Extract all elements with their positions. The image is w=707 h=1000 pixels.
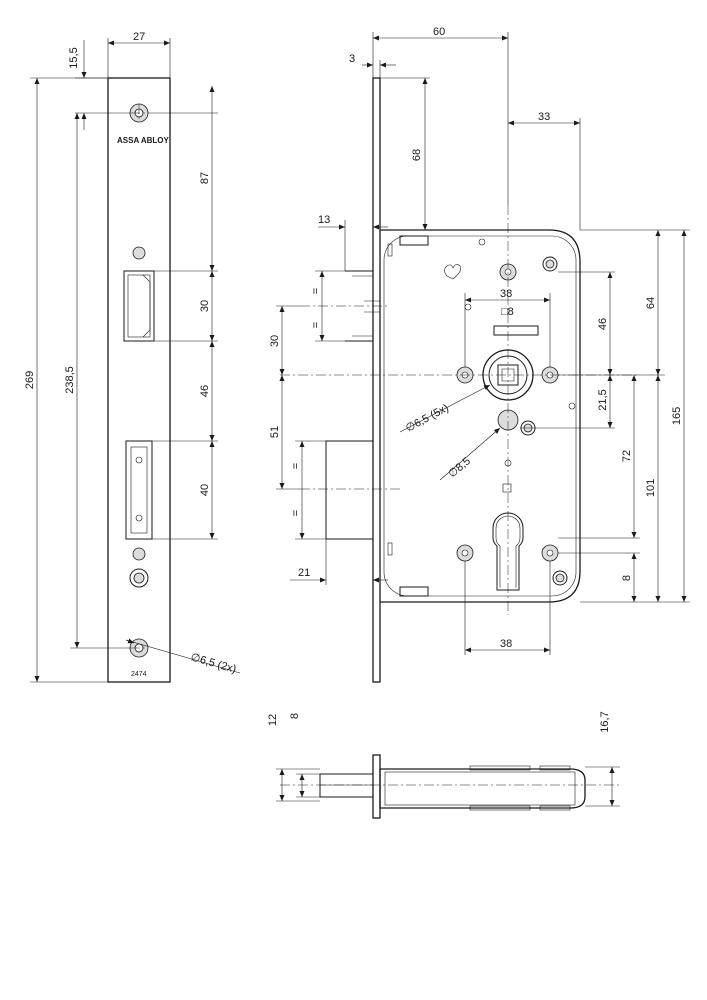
case-hole-5: [541, 544, 559, 562]
dim-hole-span: 238,5: [64, 366, 76, 394]
front-view: ASSA ABLOY 2474: [24, 31, 241, 683]
bottom-view: 12 8 16,7: [267, 711, 620, 819]
equal-mark-2: =: [310, 322, 322, 328]
faceplate-round-hole: [129, 568, 149, 588]
dim-12: 12: [267, 714, 279, 726]
dim-87: 87: [199, 172, 211, 184]
dim-60: 60: [433, 26, 445, 38]
dim-16-7: 16,7: [599, 711, 611, 732]
equal-mark-3: =: [290, 463, 302, 469]
dim-46-side: 46: [597, 318, 609, 330]
dim-46-front: 46: [199, 385, 211, 397]
dim-3: 3: [349, 53, 355, 65]
lock-case: [380, 229, 581, 603]
brand-label: ASSA ABLOY: [117, 136, 170, 145]
faceplate-screw-hole-top: [129, 103, 149, 123]
heart-cutout: [444, 264, 461, 280]
dim-68: 68: [411, 149, 423, 161]
dim-total-height: 269: [24, 371, 36, 389]
dim-101: 101: [645, 479, 657, 497]
faceplate-small-hole-2: [132, 547, 146, 561]
deadbolt-opening: [125, 440, 153, 540]
cylinder-profile: [492, 512, 524, 591]
deadbolt: [325, 440, 374, 540]
dim-13: 13: [318, 214, 330, 226]
dim-21-5: 21,5: [597, 389, 609, 410]
dim-dia-8-5: ∅8,5: [446, 455, 473, 480]
dim-8-side: 8: [621, 575, 633, 581]
dim-40: 40: [199, 484, 211, 496]
case-section: [379, 768, 586, 809]
dim-8-bottom: 8: [289, 713, 301, 719]
side-view: 60 3 33 68 13 = = 30 51: [269, 26, 690, 683]
dim-holes-diameter: ∅6,5 (2x): [189, 651, 237, 675]
dim-51: 51: [269, 426, 281, 438]
bolt-section: [319, 773, 374, 798]
dim-64: 64: [645, 297, 657, 309]
dim-72: 72: [621, 450, 633, 462]
dim-top-offset: 15,5: [68, 47, 80, 68]
dim-38-bottom: 38: [500, 638, 512, 650]
latch-opening: [123, 270, 155, 342]
case-hole-4: [456, 544, 474, 562]
faceplate-small-hole-1: [132, 246, 146, 260]
spindle-follower: [482, 325, 539, 401]
dim-30-front: 30: [199, 300, 211, 312]
faceplate: [107, 77, 171, 683]
case-screw-top: [542, 256, 558, 272]
dim-plate-width: 27: [133, 31, 145, 43]
dim-33: 33: [538, 111, 550, 123]
dim-38-top: 38: [500, 288, 512, 300]
case-screw-bottom: [552, 570, 568, 586]
faceplate-edge: [372, 77, 381, 683]
equal-mark-4: =: [290, 510, 302, 516]
dim-dia-6-5: ∅6,5 (5x): [404, 402, 451, 435]
dim-30-side: 30: [269, 335, 281, 347]
dim-21: 21: [298, 567, 310, 579]
square-8-label: □8: [501, 306, 514, 318]
part-number-label: 2474: [131, 671, 147, 678]
equal-mark-1: =: [310, 288, 322, 294]
dim-165: 165: [671, 407, 683, 425]
